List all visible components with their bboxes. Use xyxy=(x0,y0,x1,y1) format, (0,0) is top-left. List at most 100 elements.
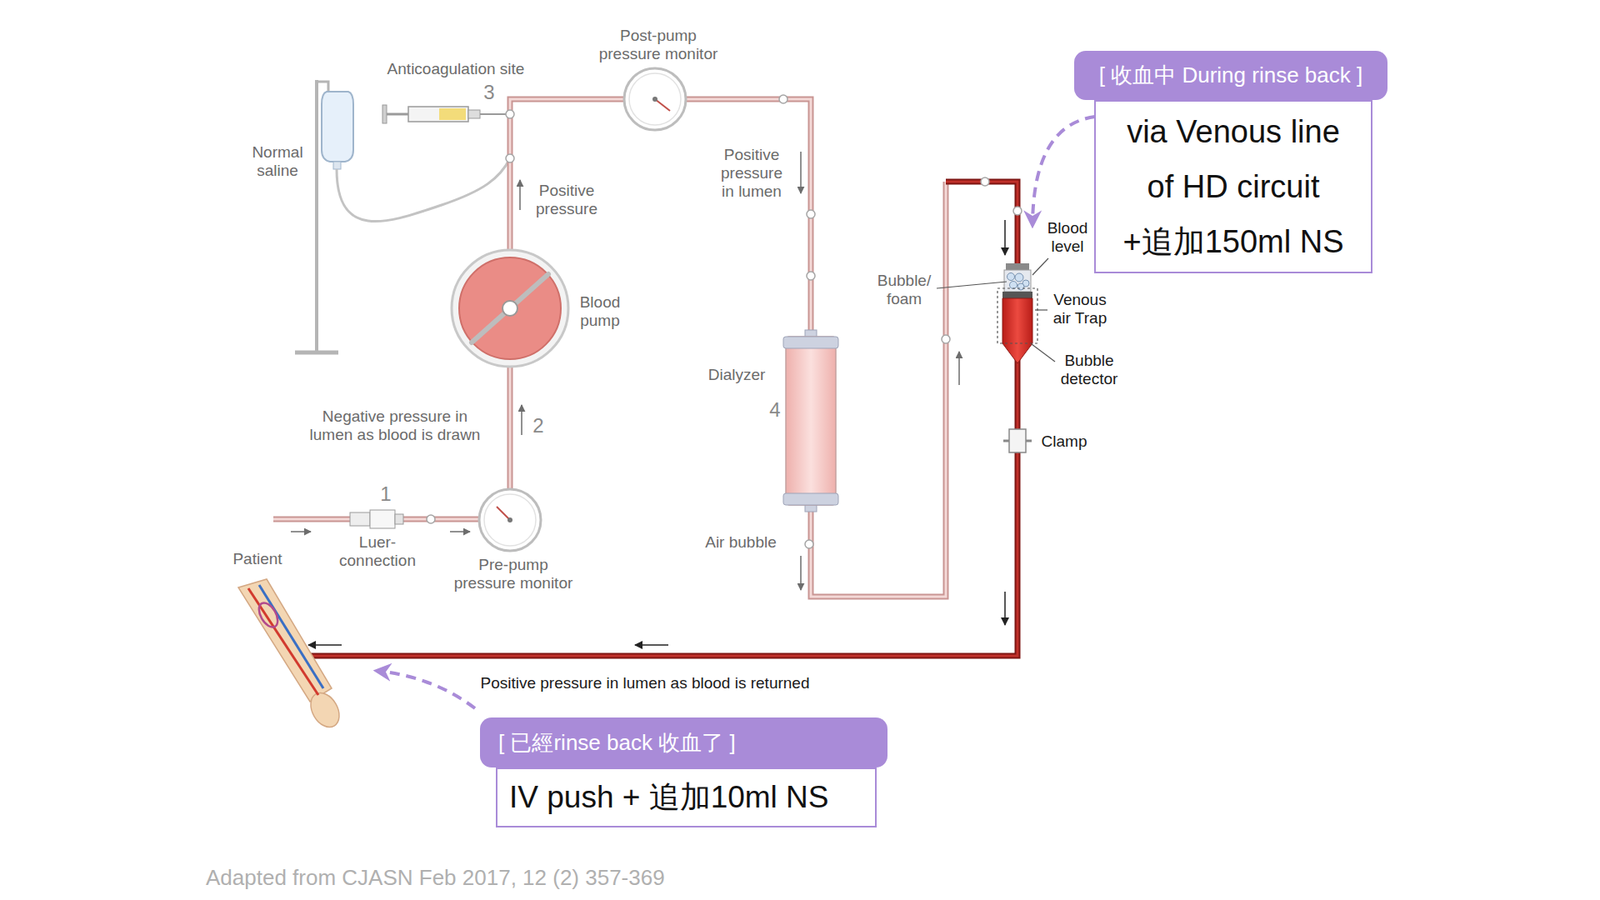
flow-arrow xyxy=(450,530,470,533)
bubble-detector-zone xyxy=(997,288,1038,344)
foam-bubble xyxy=(1010,281,1018,290)
pressure-label: Positive pressure in lumen as blood is r… xyxy=(480,674,810,693)
fistula xyxy=(255,600,282,631)
patient-hand xyxy=(305,687,345,732)
vein xyxy=(259,585,324,689)
flow-arrow xyxy=(958,351,960,385)
component-label: Pre-pump pressure monitor xyxy=(450,555,576,593)
port-dot xyxy=(1013,206,1022,215)
callout-body: via Venous line of HD circuit +追加150ml N… xyxy=(1119,104,1349,270)
dialyzer-header xyxy=(783,493,839,505)
flow-arrow xyxy=(520,405,523,435)
foam-bubble xyxy=(1015,273,1024,282)
callout-panel: [ 收血中 During rinse back ] via Venous line… xyxy=(1074,50,1388,274)
flow-arrows xyxy=(290,151,1005,645)
flow-arrow xyxy=(635,644,669,646)
gauge-needle xyxy=(496,506,510,520)
flow-arrow xyxy=(1004,220,1006,255)
luer-connector xyxy=(395,514,404,525)
callout-box: via Venous line of HD circuit +追加150ml N… xyxy=(1094,100,1373,274)
callout-number: 1 xyxy=(380,482,391,506)
bag-port xyxy=(333,161,341,170)
blood-level-band xyxy=(1002,291,1033,299)
syringe-heparin xyxy=(439,108,466,120)
syringe-plunger xyxy=(385,113,409,116)
iv-pole xyxy=(315,80,319,352)
flow-arrow xyxy=(308,644,342,646)
component-label: Anticoagulation site xyxy=(387,60,525,79)
foam-bubble xyxy=(1017,283,1025,290)
gauge-needle xyxy=(655,99,670,111)
clamp xyxy=(1009,429,1026,453)
callout-body: IV push + 追加10ml NS xyxy=(509,771,864,824)
gauge-dial xyxy=(629,73,681,125)
callout-number: 2 xyxy=(532,414,544,438)
component-label: Luer-connection xyxy=(335,533,420,570)
tubing-ports xyxy=(426,95,1022,549)
dialyzer xyxy=(785,336,836,505)
foam-bubble xyxy=(1007,273,1015,281)
callout-arrow xyxy=(1032,116,1095,225)
leader-line xyxy=(1032,258,1049,275)
port-dot xyxy=(941,335,950,344)
luer-connector xyxy=(370,510,395,529)
port-dot xyxy=(806,210,815,219)
flow-arrow xyxy=(800,151,802,194)
component-label: Air bubble xyxy=(705,533,777,552)
callout-box: IV push + 追加10ml NS xyxy=(495,767,877,828)
blood-tubing-lumen xyxy=(273,99,946,597)
callout-panel: [ 已經rinse back 收血了 ] IV push + 追加10ml NS xyxy=(480,717,888,828)
leader-line xyxy=(1035,309,1048,310)
flow-arrow xyxy=(1004,591,1006,625)
leader-line xyxy=(1031,344,1055,362)
artery xyxy=(248,588,319,695)
callout-number: 3 xyxy=(483,80,495,105)
air-trap-cap xyxy=(1005,263,1030,270)
callout-tab: [ 已經rinse back 收血了 ] xyxy=(480,717,888,768)
pressure-label: Positive pressure xyxy=(533,181,600,219)
flow-arrow xyxy=(290,530,311,533)
component-label: Normal saline xyxy=(248,143,307,180)
clamp-tab xyxy=(1025,440,1032,443)
saline-tubing xyxy=(336,158,510,222)
port-dot xyxy=(779,95,788,104)
syringe-thumb xyxy=(382,105,387,124)
port-dot xyxy=(426,515,435,524)
venous-return-lumen xyxy=(305,181,1018,656)
port-dot xyxy=(505,110,515,119)
gauge-dial xyxy=(484,494,536,546)
venous-return-line xyxy=(305,181,1018,656)
callout-arrow xyxy=(376,670,475,709)
component-label: Blood pump xyxy=(577,293,624,330)
source-caption: Adapted from CJASN Feb 2017, 12 (2) 357-… xyxy=(205,865,665,890)
pressure-label: Negative pressure in lumen as blood is d… xyxy=(305,407,485,445)
blood-pump-housing xyxy=(451,250,569,367)
gauge-pivot xyxy=(507,517,513,523)
component-label: Bubble/ foam xyxy=(875,271,934,309)
air-trap-blood xyxy=(1002,298,1033,364)
component-label: Post-pump pressure monitor xyxy=(591,26,725,64)
blood-pump-hub xyxy=(502,300,518,316)
port-dot xyxy=(806,271,815,280)
dialyzer-header xyxy=(783,336,839,349)
port-dot xyxy=(980,177,990,186)
port-dot xyxy=(505,154,515,163)
blood-pump-rotor-chamber xyxy=(459,257,561,360)
callout-heading: [ 已經rinse back 收血了 ] xyxy=(498,728,736,758)
saline-bag xyxy=(321,91,354,162)
blood-tubing xyxy=(273,99,946,597)
component-label: Blood level xyxy=(1045,219,1091,256)
post-pump-gauge xyxy=(624,68,686,130)
leader-line xyxy=(936,281,1007,289)
component-label: Dialyzer xyxy=(708,365,766,385)
luer-connector xyxy=(350,512,370,526)
callout-heading: [ 收血中 During rinse back ] xyxy=(1099,60,1363,90)
component-label: Bubble detector xyxy=(1058,351,1121,389)
flow-arrow xyxy=(800,555,802,590)
pre-pump-gauge xyxy=(479,489,541,551)
blood-pump-rotor xyxy=(471,274,549,343)
pressure-label: Positive pressure in lumen xyxy=(718,145,785,201)
patient-forearm xyxy=(238,579,332,702)
component-label: Clamp xyxy=(1041,432,1088,451)
